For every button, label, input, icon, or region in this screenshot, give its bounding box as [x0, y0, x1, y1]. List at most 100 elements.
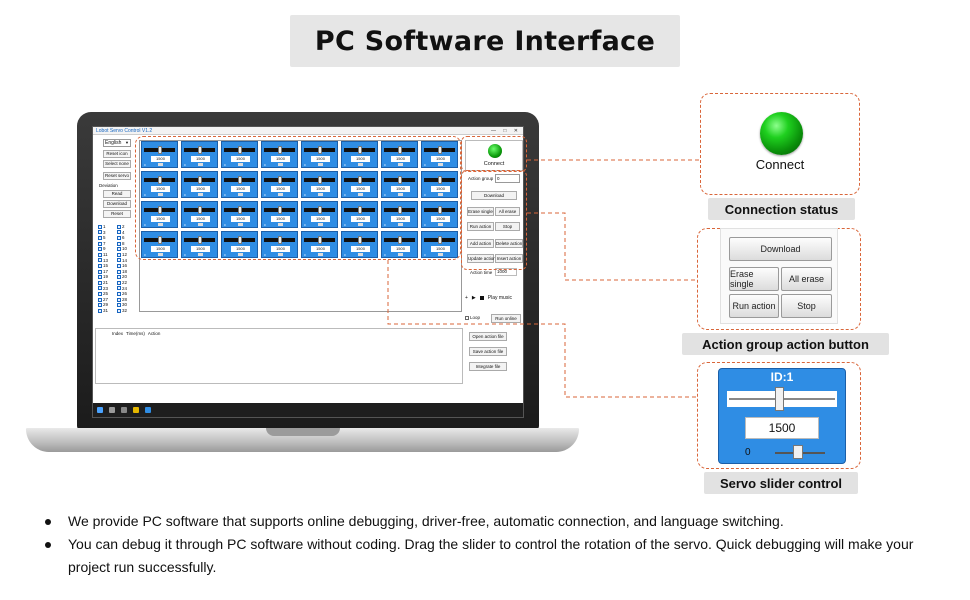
servo-value[interactable]: 1500	[431, 216, 450, 222]
servo-value[interactable]: 1500	[191, 186, 210, 192]
integrate-file-button[interactable]: Integrate file	[469, 362, 507, 371]
servo-deviation-handle[interactable]	[318, 193, 323, 196]
servo-value[interactable]: 1500	[231, 186, 250, 192]
servo-value[interactable]: 1500	[391, 186, 410, 192]
servo-value-input[interactable]: 1500	[745, 417, 819, 439]
servo-slider-handle[interactable]	[438, 236, 442, 244]
servo-value[interactable]: 1500	[151, 186, 170, 192]
servo-checkbox[interactable]: 32	[117, 308, 127, 314]
servo-checkbox[interactable]: 9	[98, 246, 108, 252]
servo-deviation-handle[interactable]	[198, 253, 203, 256]
servo-slider-handle[interactable]	[238, 206, 242, 214]
run-action-button[interactable]: Run action	[467, 222, 494, 231]
window-controls-icon[interactable]: — □ ✕	[491, 128, 521, 134]
stop-button[interactable]: Stop	[495, 222, 520, 231]
servo-value[interactable]: 1500	[431, 186, 450, 192]
delete-action-button[interactable]: Delete action	[495, 239, 523, 248]
servo-slider-handle[interactable]	[318, 146, 322, 154]
servo-checkbox[interactable]: 25	[98, 291, 108, 297]
servo-checkbox[interactable]: 24	[117, 286, 127, 292]
task-view-icon[interactable]	[121, 407, 127, 413]
servo-value[interactable]: 1500	[191, 156, 210, 162]
servo-slider-handle[interactable]	[198, 206, 202, 214]
servo-slider-handle[interactable]	[238, 146, 242, 154]
stop-icon[interactable]	[479, 296, 484, 300]
servo-deviation-handle[interactable]	[438, 163, 443, 166]
download-button[interactable]: Download	[471, 191, 517, 200]
servo-checkbox[interactable]: 4	[117, 230, 127, 236]
stop-button-large[interactable]: Stop	[781, 294, 832, 318]
servo-checkbox[interactable]: 21	[98, 280, 108, 286]
servo-value[interactable]: 1500	[271, 186, 290, 192]
servo-value[interactable]: 1500	[271, 246, 290, 252]
servo-deviation-handle[interactable]	[158, 223, 163, 226]
servo-value[interactable]: 1500	[351, 156, 370, 162]
servo-slider-handle[interactable]	[318, 236, 322, 244]
servo-slider-handle[interactable]	[398, 176, 402, 184]
servo-deviation-handle[interactable]	[398, 253, 403, 256]
servo-value[interactable]: 1500	[431, 246, 450, 252]
open-action-file-button[interactable]: Open action file	[469, 332, 507, 341]
servo-value[interactable]: 1500	[391, 216, 410, 222]
servo-value[interactable]: 1500	[391, 156, 410, 162]
all-erase-button[interactable]: All erase	[495, 207, 520, 216]
servo-deviation-handle[interactable]	[278, 163, 283, 166]
servo-slider-handle[interactable]	[398, 146, 402, 154]
servo-deviation-handle[interactable]	[318, 163, 323, 166]
servo-checkbox[interactable]: 2	[117, 224, 127, 230]
servo-value[interactable]: 1500	[231, 246, 250, 252]
servo-checkbox[interactable]: 22	[117, 280, 127, 286]
servo-checkbox[interactable]: 27	[98, 297, 108, 303]
servo-checkbox[interactable]: 20	[117, 274, 127, 280]
servo-checkbox[interactable]: 28	[117, 297, 127, 303]
servo-checkbox[interactable]: 18	[117, 269, 127, 275]
servo-value[interactable]: 1500	[431, 156, 450, 162]
servo-slider-handle[interactable]	[438, 176, 442, 184]
servo-value[interactable]: 1500	[311, 186, 330, 192]
servo-value[interactable]: 1500	[191, 246, 210, 252]
servo-deviation-handle[interactable]	[438, 193, 443, 196]
servo-slider-handle[interactable]	[278, 176, 282, 184]
servo-deviation-handle[interactable]	[158, 253, 163, 256]
servo-checkbox[interactable]: 1	[98, 224, 108, 230]
servo-slider-handle[interactable]	[358, 146, 362, 154]
servo-checkbox[interactable]: 3	[98, 230, 108, 236]
servo-slider-handle[interactable]	[158, 146, 162, 154]
servo-slider-handle[interactable]	[358, 176, 362, 184]
servo-deviation-handle[interactable]	[198, 223, 203, 226]
servo-deviation-handle[interactable]	[358, 163, 363, 166]
servo-deviation-handle[interactable]	[238, 223, 243, 226]
all-erase-button-large[interactable]: All erase	[781, 267, 832, 291]
servo-value[interactable]: 1500	[271, 156, 290, 162]
servo-value[interactable]: 1500	[151, 156, 170, 162]
servo-value[interactable]: 1500	[231, 156, 250, 162]
servo-value[interactable]: 1500	[391, 246, 410, 252]
servo-deviation-handle[interactable]	[438, 253, 443, 256]
servo-checkbox[interactable]: 11	[98, 252, 108, 258]
servo-slider-handle[interactable]	[775, 387, 784, 411]
servo-deviation-handle[interactable]	[318, 223, 323, 226]
servo-value[interactable]: 1500	[231, 216, 250, 222]
erase-single-button[interactable]: Erase single	[467, 207, 494, 216]
servo-deviation-handle[interactable]	[398, 163, 403, 166]
servo-slider-handle[interactable]	[398, 236, 402, 244]
action-list[interactable]: Index Time(ms) Action	[95, 328, 463, 384]
servo-slider-handle[interactable]	[318, 176, 322, 184]
servo-value[interactable]: 1500	[311, 156, 330, 162]
